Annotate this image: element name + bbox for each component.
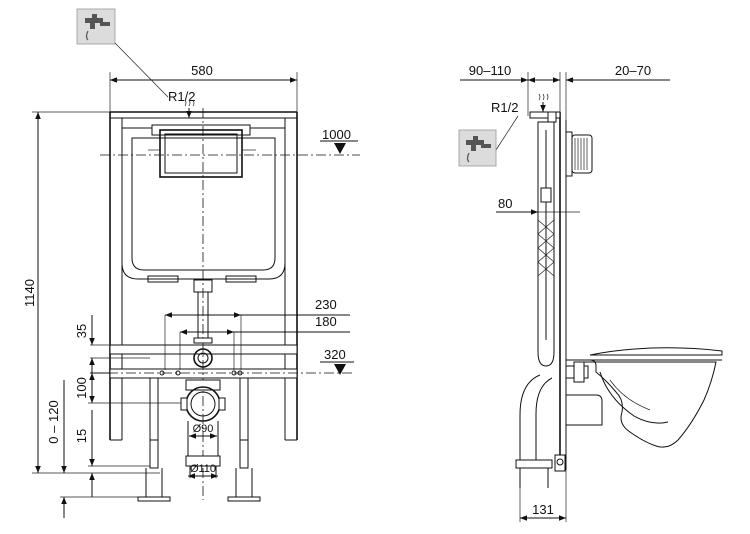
dim-35-label: 35: [74, 324, 89, 338]
width-label: 580: [191, 63, 213, 78]
level-marker-icon: [334, 143, 346, 154]
level-marker-icon: [334, 364, 346, 375]
side-supply-leader: [495, 115, 519, 151]
pipe-110-label: Ø110: [190, 463, 216, 475]
cover-offset-label: 20–70: [615, 63, 651, 78]
supply-leader-line: [114, 42, 169, 98]
pipe-90-label: Ø90: [193, 423, 214, 435]
side-supply-label: R1/2: [491, 100, 518, 115]
height-label: 1140: [22, 279, 37, 307]
faucet-icon: [458, 129, 497, 167]
water-supply-icon: [538, 93, 549, 112]
side-drain-pipe: [515, 361, 589, 488]
side-view: 90–110 20–70 R1/2: [458, 63, 723, 522]
leg-adjust-label: 0 – 120: [46, 400, 61, 443]
front-view: 580 R1/2 1140: [22, 8, 360, 518]
cistern: [121, 124, 286, 293]
drain-height-label: 320: [324, 347, 346, 362]
wall-offset-label: 90–110: [469, 63, 511, 78]
adjustable-legs: [137, 439, 261, 502]
side-frame: [529, 111, 593, 472]
dim-100-label: 100: [74, 377, 89, 399]
bolt-spacing-230-label: 230: [315, 297, 337, 312]
faucet-icon: [76, 8, 116, 45]
dim-15-label: 15: [74, 429, 89, 443]
front-supply-label: R1/2: [168, 89, 195, 104]
flush-pipe: [193, 292, 213, 344]
wall-hung-toilet: [566, 347, 723, 448]
base-depth-label: 131: [532, 502, 554, 517]
drain-pipe: [180, 379, 226, 478]
water-supply-icon: [184, 99, 195, 118]
flush-connector: [193, 348, 213, 368]
bolt-spacing-180-label: 180: [315, 314, 337, 329]
flush-height-label: 1000: [322, 127, 351, 142]
frame-depth-label: 80: [498, 196, 512, 211]
